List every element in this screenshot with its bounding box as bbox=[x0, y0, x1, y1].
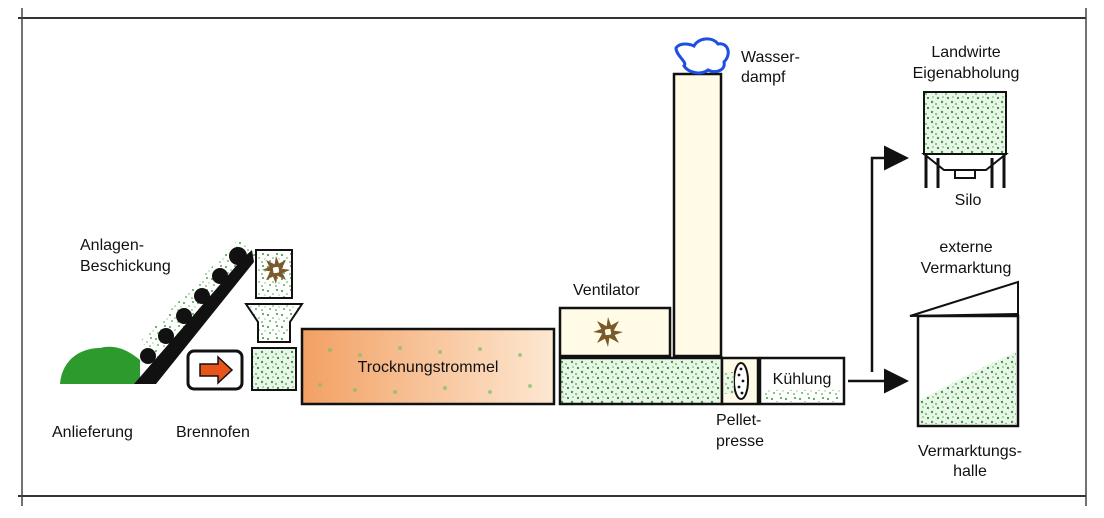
fan-housing bbox=[558, 306, 672, 358]
feed-pile bbox=[60, 346, 140, 384]
fan-icon bbox=[593, 317, 623, 347]
wasserdampf-label-1: Wasser- bbox=[741, 49, 800, 66]
cooling-unit: Kühlung bbox=[758, 356, 846, 406]
feed-box bbox=[251, 347, 297, 391]
arrow-right-icon bbox=[199, 355, 234, 385]
externe-label-1: externe bbox=[939, 239, 992, 256]
anlagen-beschickung-label-1: Anlagen- bbox=[80, 237, 144, 254]
trocknungstrommel-label: Trocknungstrommel bbox=[358, 359, 499, 376]
frame bbox=[18, 8, 1087, 506]
collector-box bbox=[558, 356, 724, 406]
vermarktungshalle-label-2: halle bbox=[953, 463, 987, 480]
output-arrows bbox=[848, 145, 909, 394]
kuehlung-label: Kühlung bbox=[773, 371, 832, 388]
ventilator-label: Ventilator bbox=[573, 282, 640, 299]
pelletpresse-label-2: presse bbox=[716, 433, 764, 450]
wasserdampf-label-2: dampf bbox=[741, 69, 786, 86]
steam-cloud-icon bbox=[674, 37, 730, 75]
market-hall bbox=[909, 280, 1020, 428]
silo-label: Silo bbox=[955, 192, 982, 209]
anlieferung-label: Anlieferung bbox=[52, 424, 133, 441]
pellet-press bbox=[720, 356, 760, 406]
landwirte-label-2: Eigenabholung bbox=[913, 65, 1020, 82]
pelletpresse-label-1: Pellet- bbox=[716, 412, 761, 429]
anlagen-beschickung-label-2: Beschickung bbox=[80, 258, 171, 275]
fan-icon bbox=[262, 256, 290, 284]
brennofen-label: Brennofen bbox=[176, 424, 250, 441]
externe-label-2: Vermarktung bbox=[921, 260, 1012, 277]
burner bbox=[186, 349, 244, 391]
vermarktungshalle-label-1: Vermarktungs- bbox=[918, 443, 1022, 460]
hopper bbox=[244, 249, 304, 343]
silo bbox=[921, 91, 1009, 188]
conveyor bbox=[134, 238, 258, 384]
drying-drum: Trocknungstrommel bbox=[300, 327, 556, 406]
landwirte-label-1: Landwirte bbox=[931, 44, 1000, 61]
chimney bbox=[672, 72, 723, 358]
